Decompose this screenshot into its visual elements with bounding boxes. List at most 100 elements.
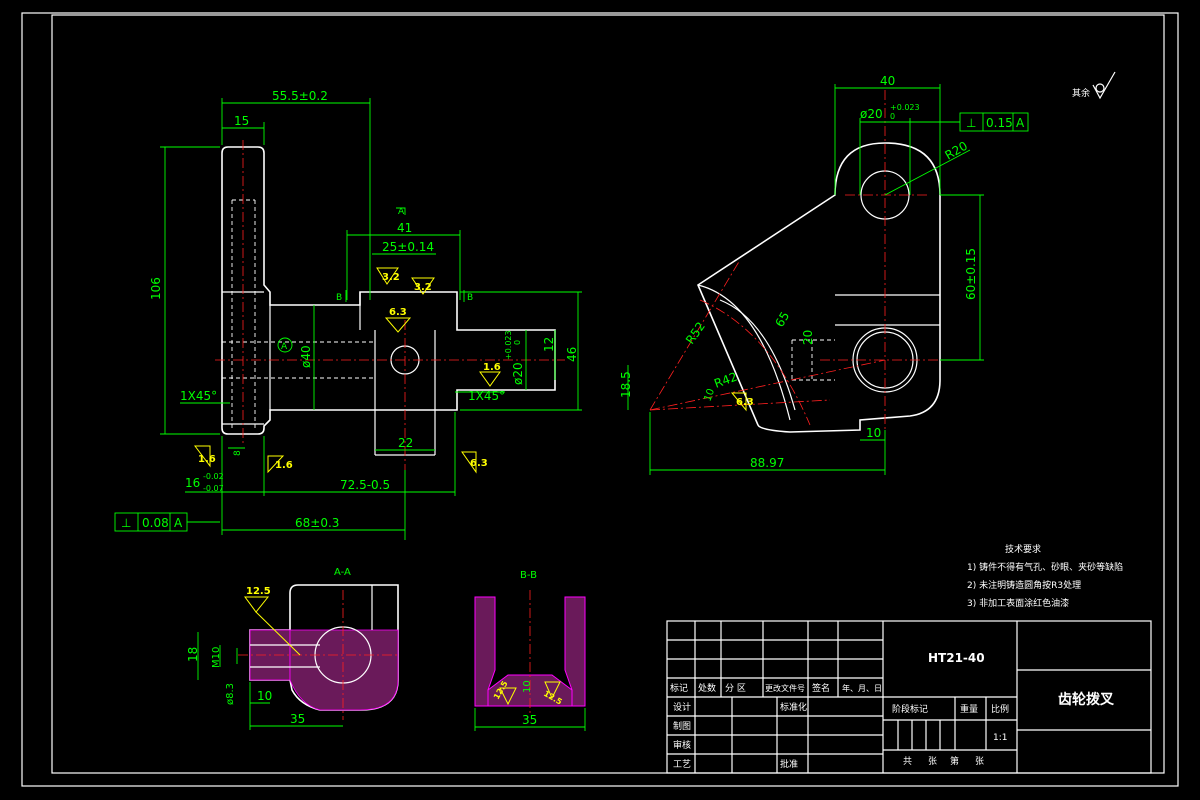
front-outline xyxy=(221,146,556,435)
tol-16-upper: -0.02 xyxy=(203,472,224,481)
sec-a-dim-m10: M10 xyxy=(211,647,222,668)
tb-sheets-total: 共 xyxy=(903,756,912,767)
gdt-side-datum: A xyxy=(1016,116,1025,130)
gdt-side-tol: 0.15 xyxy=(986,116,1013,130)
tb-col-count: 处数 xyxy=(698,682,716,694)
side-dim-10b: 10 xyxy=(702,387,717,403)
side-tol-upper: +0.023 xyxy=(890,103,920,112)
section-marker-a: A xyxy=(398,207,405,217)
section-b-label: B-B xyxy=(520,570,537,581)
side-r42: R42 xyxy=(712,370,739,391)
tb-scale-value: 1:1 xyxy=(993,733,1007,743)
tb-approve: 批准 xyxy=(780,758,798,770)
section-a: A-A 18 M10 ø8.3 10 35 12.5 xyxy=(186,567,400,730)
gdt-front-datum: A xyxy=(174,516,183,530)
side-dim-88-97: 88.97 xyxy=(750,456,784,470)
tb-col-zone: 分 区 xyxy=(725,683,746,694)
side-tol-lower: 0 xyxy=(890,112,895,121)
tb-drawing: 制图 xyxy=(673,720,691,732)
side-dim-18-5: 18.5 xyxy=(619,371,633,398)
dim-phi40: ø40 xyxy=(299,345,313,368)
chamfer-left: 1X45° xyxy=(180,389,217,403)
datum-a-marker: A xyxy=(281,342,288,352)
rough-3-2a: 3.2 xyxy=(382,272,400,283)
dim-25: 25±0.14 xyxy=(382,240,434,254)
dim-phi20: ø20 xyxy=(511,362,525,385)
chamfer-right: 1X45° xyxy=(468,389,505,403)
tol-16-lower: -0.07 xyxy=(203,484,224,493)
tech-req-item-1: 1) 铸件不得有气孔、砂眼、夹砂等缺陷 xyxy=(967,561,1123,573)
section-marker-b-right: B xyxy=(467,293,473,303)
title-block: HT21-40 齿轮拨叉 标记 处数 分 区 更改文件号 签名 年、月、日 设计… xyxy=(666,620,1152,774)
dim-72-5: 72.5-0.5 xyxy=(340,478,390,492)
tech-req-item-3: 3) 非加工表面涂红色油漆 xyxy=(967,597,1069,609)
side-dim-60: 60±0.15 xyxy=(964,248,978,300)
section-b: B-B 35 10 12.5 12.5 xyxy=(474,570,586,731)
dim-41: 41 xyxy=(397,221,412,235)
part-name: 齿轮拨叉 xyxy=(1058,691,1115,708)
tb-col-date: 年、月、日 xyxy=(842,683,882,693)
tb-stage-mark: 阶段标记 xyxy=(892,703,928,715)
rough-rest-label: 其余 xyxy=(1072,87,1090,99)
side-r52: R52 xyxy=(683,319,708,346)
front-view: 55.5±0.2 15 106 41 25±0.14 ø40 ø20 +0.02… xyxy=(114,89,582,540)
rough-1-6c: 1.6 xyxy=(275,460,293,471)
tech-req-title: 技术要求 xyxy=(1005,543,1041,555)
gdt-side-symbol: ⊥ xyxy=(966,116,976,130)
sec-a-dim-35: 35 xyxy=(290,712,305,726)
gdt-front-symbol: ⊥ xyxy=(121,516,131,530)
rough-1-6a: 1.6 xyxy=(483,362,501,373)
tb-col-sign: 签名 xyxy=(812,682,830,694)
dim-16: 16 xyxy=(185,476,200,490)
tb-process: 工艺 xyxy=(673,759,691,770)
tb-sheet-word-1: 张 xyxy=(928,756,937,767)
outer-frame xyxy=(21,12,1179,787)
sec-a-dim-phi8-3: ø8.3 xyxy=(225,683,236,705)
dim-8: 8 xyxy=(233,450,243,456)
tol-phi20-lower: 0 xyxy=(513,340,522,345)
sec-a-dim-10: 10 xyxy=(257,689,272,703)
side-outline xyxy=(697,142,941,433)
dim-12: 12 xyxy=(542,337,556,352)
tb-review: 审核 xyxy=(673,739,691,751)
inner-frame xyxy=(51,14,1165,774)
rough-1-6b: 1.6 xyxy=(198,454,216,465)
dim-15: 15 xyxy=(234,114,249,128)
tb-scale: 比例 xyxy=(991,703,1009,715)
section-a-label: A-A xyxy=(334,567,351,578)
rough-6-3b: 6.3 xyxy=(470,458,488,469)
tech-req-item-2: 2) 未注明铸造圆角按R3处理 xyxy=(967,579,1081,591)
tol-phi20-upper: +0.023 xyxy=(504,330,513,360)
dim-46: 46 xyxy=(565,347,579,362)
side-dim-20: 20 xyxy=(801,330,815,345)
tb-sheet-word-2: 张 xyxy=(975,756,984,767)
sec-b-dim-10: 10 xyxy=(522,680,533,693)
side-view: 40 ø20 +0.023 0 ⊥ 0.15 A R20 60±0.15 R52… xyxy=(619,71,1116,475)
dim-106: 106 xyxy=(149,277,163,300)
rough-6-3: 6.3 xyxy=(389,307,407,318)
tb-weight: 重量 xyxy=(960,703,978,715)
rough-12-5: 12.5 xyxy=(246,586,271,597)
sec-b-dim-35: 35 xyxy=(522,713,537,727)
side-dim-phi20: ø20 xyxy=(860,107,883,121)
side-r20: R20 xyxy=(943,139,970,163)
gdt-front-tol: 0.08 xyxy=(142,516,169,530)
material-label: HT21-40 xyxy=(928,651,985,665)
rough-6-3c: 6.3 xyxy=(736,397,754,408)
dim-55-5: 55.5±0.2 xyxy=(272,89,328,103)
side-dim-65: 65 xyxy=(772,309,792,329)
dim-22: 22 xyxy=(398,436,413,450)
dim-68: 68±0.3 xyxy=(295,516,339,530)
sec-a-dim-18: 18 xyxy=(186,647,200,662)
tb-sheets-no: 第 xyxy=(950,755,959,767)
tb-col-mark: 标记 xyxy=(670,682,688,694)
side-dim-40: 40 xyxy=(880,74,895,88)
tb-col-change-doc: 更改文件号 xyxy=(765,683,805,693)
rough-3-2b: 3.2 xyxy=(414,282,432,293)
section-marker-b-left: B xyxy=(336,293,342,303)
side-dim-10: 10 xyxy=(866,426,881,440)
tech-requirements: 技术要求 1) 铸件不得有气孔、砂眼、夹砂等缺陷 2) 未注明铸造圆角按R3处理… xyxy=(967,543,1123,609)
tb-standardization: 标准化 xyxy=(780,701,807,713)
tb-design: 设计 xyxy=(673,701,691,713)
